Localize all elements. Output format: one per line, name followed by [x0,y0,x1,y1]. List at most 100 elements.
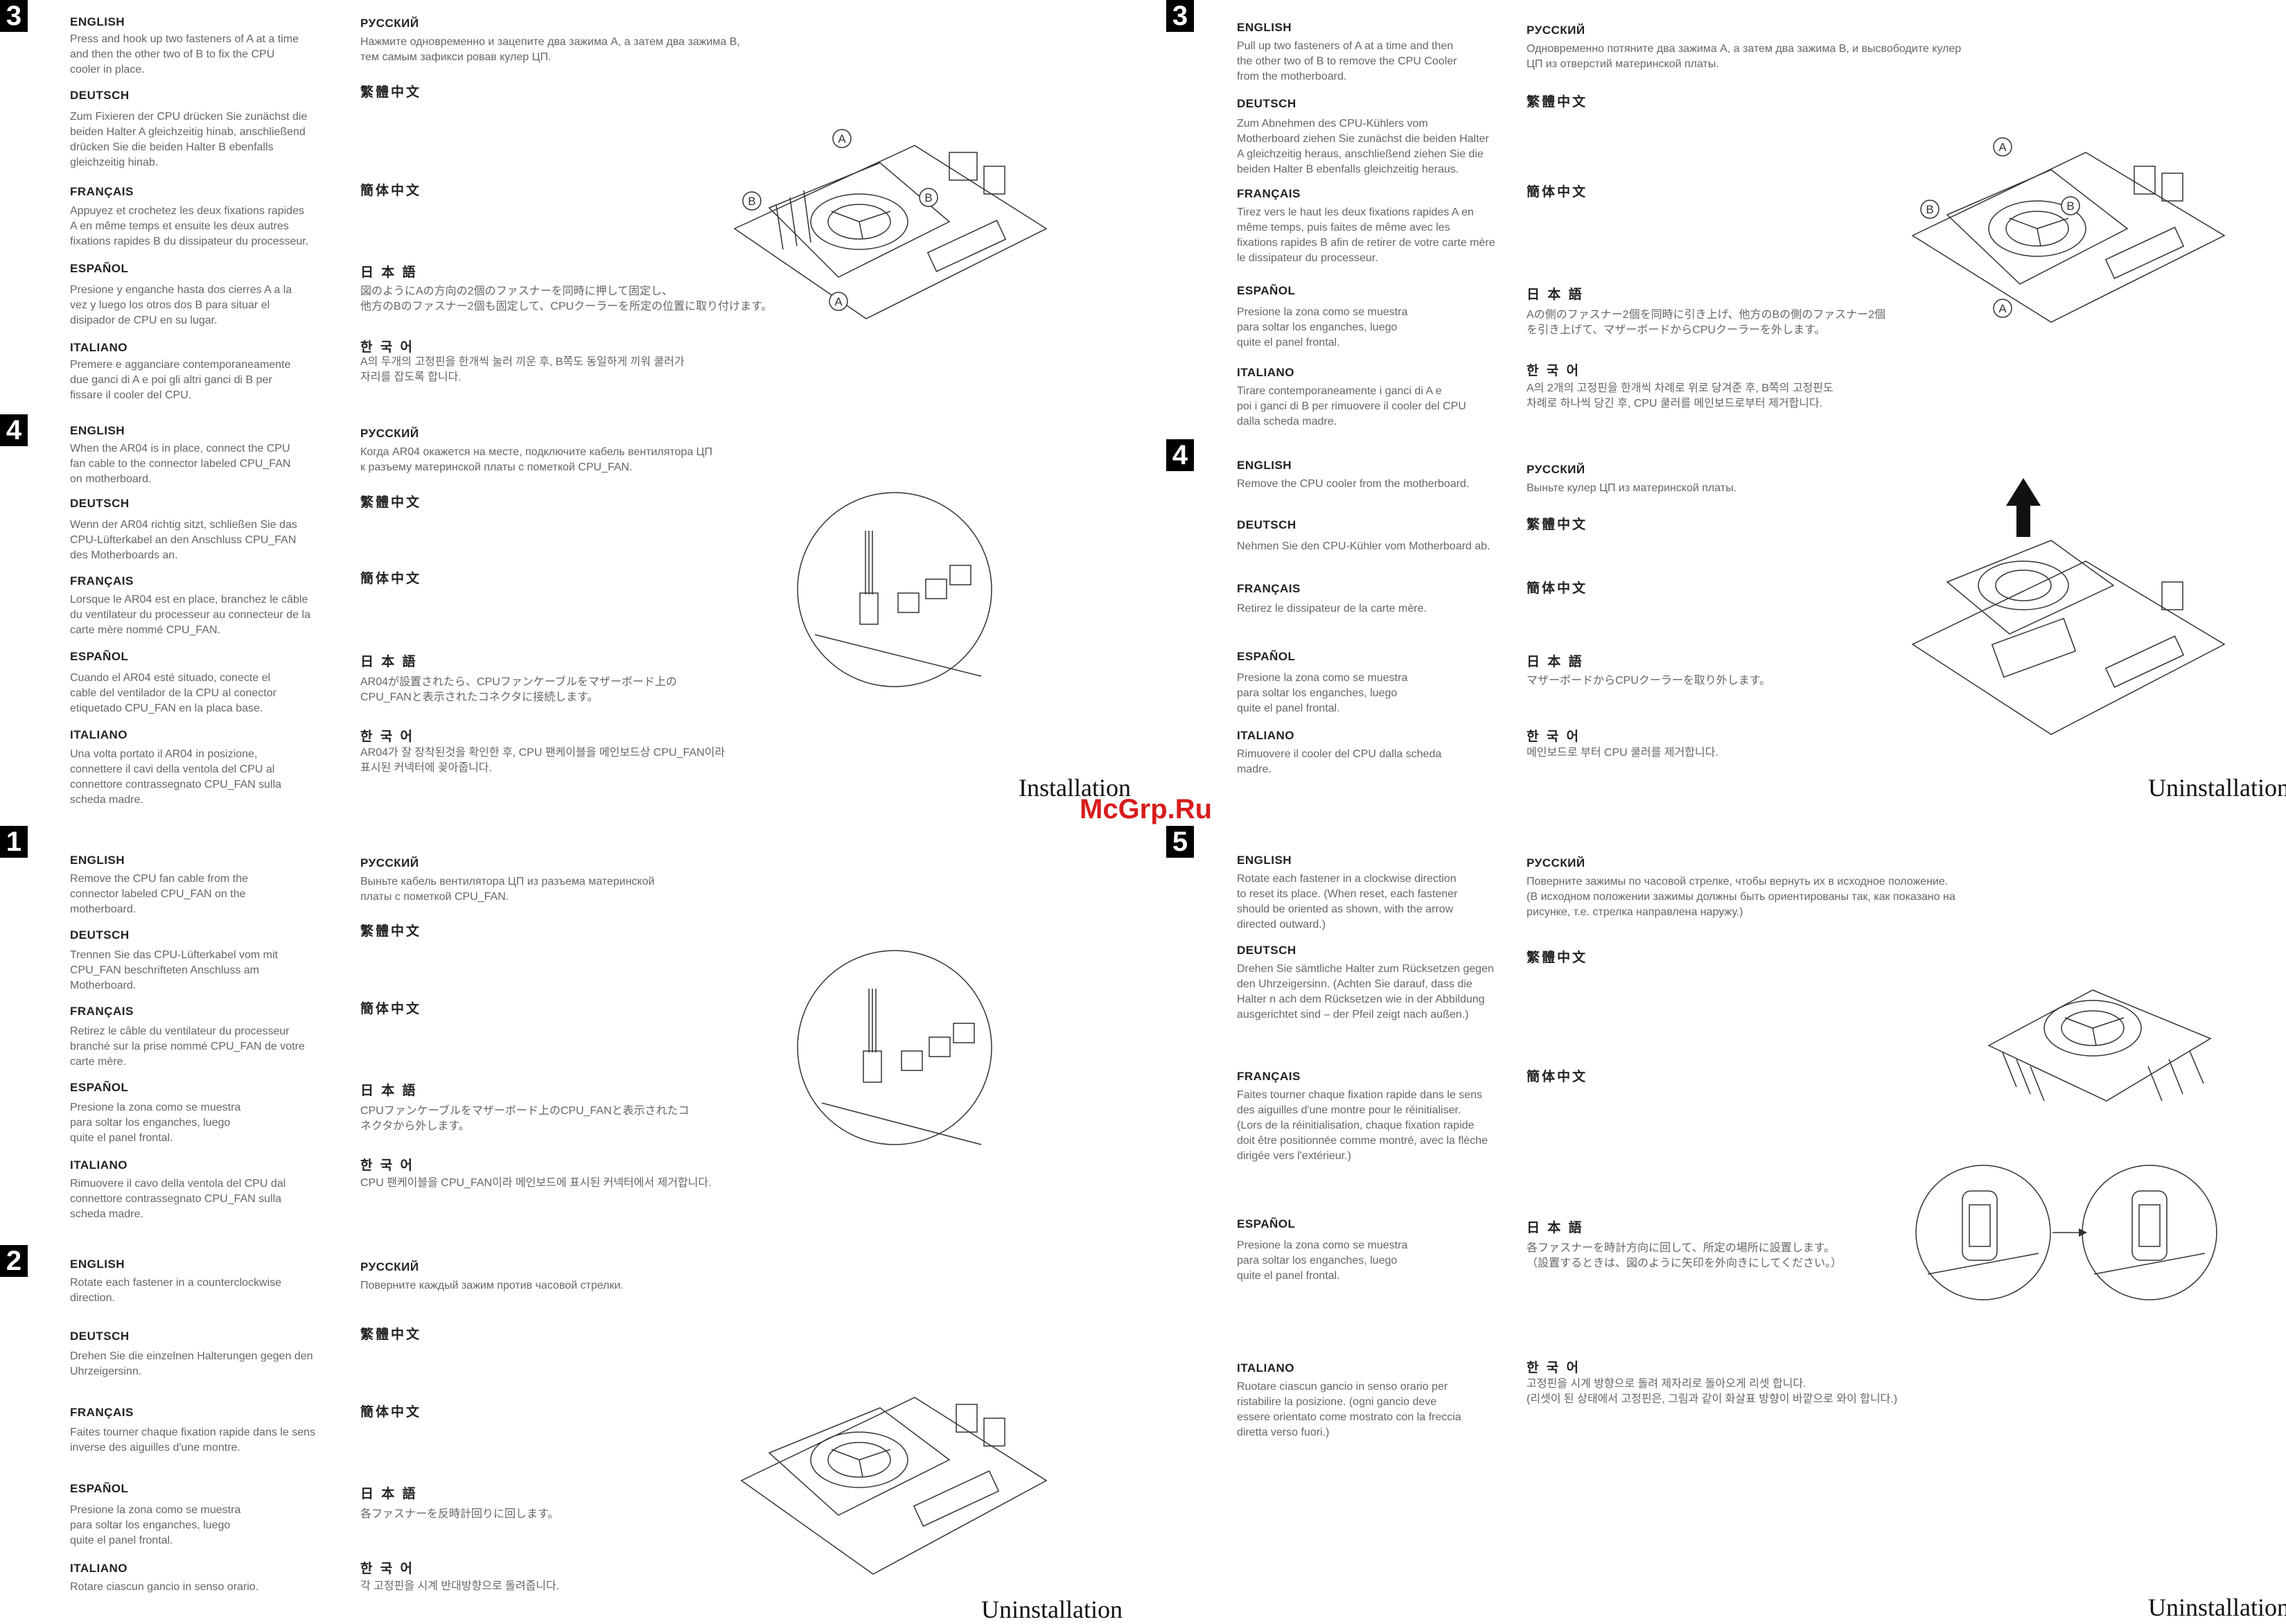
lang-heading-deutsch: DEUTSCH [70,497,130,510]
step-number: 3 [1166,0,1194,32]
text-italiano: Tirare contemporaneamente i ganci di A e… [1237,385,1466,427]
lang-heading-japanese: 日 本 語 [360,1084,418,1098]
text-english: Press and hook up two fasteners of A at … [70,33,299,76]
lang-heading-francais: FRANÇAIS [70,1005,134,1018]
text-italiano: Una volta portato il AR04 in posizione,c… [70,748,282,806]
text-korean: 메인보드로 부터 CPU 쿨러를 제거합니다. [1527,747,1718,759]
lang-heading-japanese: 日 本 語 [1527,1221,1584,1235]
uninstallation-page-a: 3 ENGLISH Pull up two fasteners of A at … [1143,0,2286,810]
text-francais: Faites tourner chaque fixation rapide da… [1237,1089,1488,1162]
uninstallation-page-c: 5 ENGLISH Rotate each fastener in a cloc… [1143,810,2286,1621]
lang-heading-deutsch: DEUTSCH [70,928,130,942]
svg-text:A: A [834,295,843,308]
text-russian: Поверните каждый зажим против часовой ст… [360,1280,624,1291]
text-english: Rotate each fastener in a clockwise dire… [1237,873,1458,930]
text-japanese: 各ファスナーを時計方向に回して、所定の場所に設置します。（設置するときは、図のよ… [1527,1242,1843,1269]
text-deutsch: Zum Fixieren der CPU drücken Sie zunächs… [70,111,308,168]
text-deutsch: Drehen Sie sämtliche Halter zum Rücksetz… [1237,963,1494,1021]
svg-text:B: B [748,195,755,208]
lang-heading-francais: FRANÇAIS [70,185,134,198]
step-number: 4 [1166,439,1194,471]
svg-text:A: A [1998,141,2007,154]
lang-heading-english: ENGLISH [70,424,125,437]
lang-heading-korean: 한 국 어 [1527,1361,1581,1375]
lang-heading-japanese: 日 本 語 [360,1487,418,1501]
text-japanese: 図のようにAの方向の2個のファスナーを同時に押して固定し、他方のBのファスナー2… [360,285,773,312]
section-title: Uninstallation [2148,1594,2286,1621]
step-number: 3 [0,0,28,32]
lang-heading-espanol: ESPAÑOL [70,1081,129,1094]
lang-heading-trad-chinese: 繁體中文 [1527,951,1588,965]
text-english: Pull up two fasteners of A at a time and… [1237,40,1457,82]
lang-heading-italiano: ITALIANO [70,1158,128,1172]
svg-text:B: B [2066,200,2074,213]
lang-heading-english: ENGLISH [1237,21,1292,34]
lang-heading-deutsch: DEUTSCH [70,1330,130,1343]
lang-heading-italiano: ITALIANO [70,1562,128,1575]
text-korean: A의 두개의 고정핀을 한개씩 눌러 끼운 후, B쪽도 동일하게 끼워 쿨러가… [360,356,685,383]
cooler-fastener-illustration [728,1377,1053,1585]
text-english: Rotate each fastener in a counterclockwi… [70,1277,282,1304]
lang-heading-trad-chinese: 繁體中文 [1527,518,1588,532]
lang-heading-deutsch: DEUTSCH [1237,518,1296,531]
lang-heading-espanol: ESPAÑOL [70,650,129,663]
section-title: Uninstallation [2148,774,2286,802]
lang-heading-korean: 한 국 어 [360,1562,414,1576]
lang-heading-russian: РУССКИЙ [1527,24,1585,37]
lang-heading-russian: РУССКИЙ [360,17,419,30]
lang-heading-simp-chinese: 簡体中文 [360,1405,422,1420]
text-korean: AR04가 잘 장착된것을 확인한 후, CPU 팬케이블을 메인보드상 CPU… [360,747,726,774]
lang-heading-english: ENGLISH [70,854,125,867]
text-deutsch: Wenn der AR04 richtig sitzt, schließen S… [70,519,297,561]
lang-heading-trad-chinese: 繁體中文 [360,85,422,100]
lang-heading-korean: 한 국 어 [1527,730,1581,744]
cooler-heatsink-illustration [1975,962,2224,1129]
uninstallation-page-b: 1 ENGLISH Remove the CPU fan cable from … [0,810,1143,1623]
svg-text:B: B [1926,203,1933,216]
lang-heading-espanol: ESPAÑOL [1237,1217,1296,1230]
cooler-lift-illustration [1899,478,2231,755]
step-number: 2 [0,1245,28,1277]
text-japanese: マザーボードからCPUクーラーを取り外します。 [1527,675,1771,687]
lang-heading-espanol: ESPAÑOL [1237,650,1296,663]
text-francais: Retirez le dissipateur de la carte mère. [1237,603,1427,615]
text-korean: CPU 팬케이블을 CPU_FAN이라 메인보드에 표시된 커넥터에서 제거합니… [360,1177,712,1189]
lang-heading-espanol: ESPAÑOL [70,262,129,275]
lang-heading-simp-chinese: 簡体中文 [1527,185,1588,200]
text-japanese: 各ファスナーを反時計回りに回します。 [360,1508,559,1520]
text-deutsch: Drehen Sie die einzelnen Halterungen geg… [70,1350,313,1377]
fastener-reset-illustration [1914,1163,2219,1302]
lang-heading-simp-chinese: 簡体中文 [1527,581,1588,596]
text-russian: Выньте кабель вентилятора ЦП из разъема … [360,876,655,903]
step-number: 4 [0,414,28,446]
text-italiano: Rimuovere il cavo della ventola del CPU … [70,1178,286,1220]
lang-heading-korean: 한 국 어 [360,1158,414,1173]
lang-heading-italiano: ITALIANO [1237,729,1295,742]
svg-text:B: B [924,191,932,204]
lang-heading-francais: FRANÇAIS [1237,1070,1301,1083]
lang-heading-english: ENGLISH [70,15,125,28]
lang-heading-japanese: 日 本 語 [1527,655,1584,669]
lang-heading-deutsch: DEUTSCH [70,89,130,102]
lang-heading-russian: РУССКИЙ [1527,463,1585,476]
lang-heading-korean: 한 국 어 [1527,364,1581,378]
text-francais: Faites tourner chaque fixation rapide da… [70,1427,315,1454]
text-espanol: Presione y enganche hasta dos cierres A … [70,284,292,326]
lang-heading-korean: 한 국 어 [360,340,414,355]
lang-heading-simp-chinese: 簡体中文 [360,1002,422,1016]
lang-heading-russian: РУССКИЙ [360,1260,419,1273]
lang-heading-simp-chinese: 簡体中文 [1527,1070,1588,1084]
lang-heading-russian: РУССКИЙ [360,427,419,440]
lang-heading-trad-chinese: 繁體中文 [360,924,422,939]
text-russian: Поверните зажимы по часовой стрелке, что… [1527,876,1955,918]
